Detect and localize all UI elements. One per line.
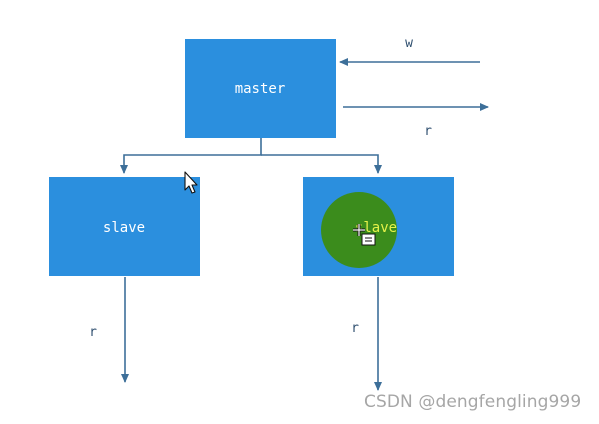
read-edge: r [343,103,489,139]
master-node[interactable]: master [185,39,336,138]
slave-right-label: slave [355,220,397,236]
drag-copy-cursor-icon [353,224,376,246]
slave-left-node[interactable]: slave [49,177,200,276]
right-read-edge-label: r [351,321,359,336]
right-read-edge: r [351,277,382,391]
write-edge-label: w [405,36,413,51]
master-label: master [235,81,286,97]
arrow-cursor-icon [184,171,198,194]
slave-left-label: slave [103,220,145,236]
watermark: CSDN @dengfengling999 [364,392,582,412]
read-edge-label: r [424,124,432,139]
replication-connector [120,138,382,174]
slave-right-node[interactable]: slave [303,177,454,276]
write-edge: w [339,36,480,66]
left-read-edge-label: r [89,325,97,340]
left-read-edge: r [89,277,129,383]
